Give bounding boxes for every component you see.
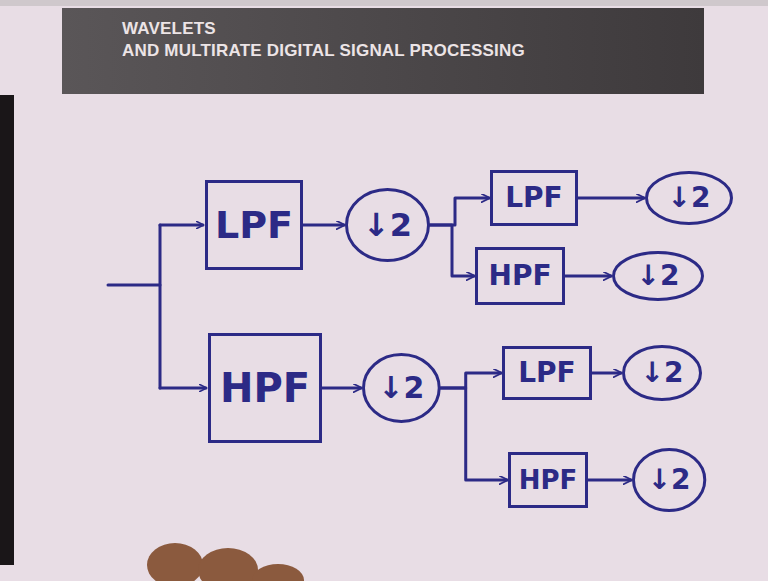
- filter-box: HPF: [208, 333, 322, 443]
- downsample-factor: ↓2: [668, 184, 711, 212]
- filter-box: LPF: [490, 170, 578, 226]
- signal-arrow: [578, 197, 644, 200]
- header-title: WAVELETS: [122, 20, 216, 37]
- filter-name: HPF: [519, 467, 578, 493]
- filter-name: LPF: [215, 206, 293, 244]
- signal-arrow: [441, 388, 507, 480]
- header-band: [62, 8, 704, 94]
- signal-arrow: [565, 275, 611, 278]
- downsampler-circle: ↓2: [362, 353, 441, 423]
- downsample-factor: ↓2: [378, 373, 424, 403]
- downsample-factor: ↓2: [648, 466, 691, 494]
- signal-arrow: [430, 198, 489, 225]
- filter-name: LPF: [518, 359, 576, 387]
- downsample-factor: ↓2: [363, 209, 412, 241]
- downsample-factor: ↓2: [641, 359, 684, 387]
- signal-arrow: [430, 225, 474, 276]
- downsampler-circle: ↓2: [345, 188, 430, 262]
- filter-box: HPF: [508, 452, 588, 508]
- signal-arrow: [441, 373, 501, 388]
- filter-name: LPF: [505, 184, 563, 212]
- downsampler-circle: ↓2: [645, 171, 733, 225]
- filter-box: LPF: [205, 180, 303, 270]
- signal-arrow: [588, 479, 631, 482]
- signal-arrow: [322, 387, 361, 390]
- signal-arrow: [303, 224, 344, 227]
- signal-arrow: [592, 372, 621, 375]
- filter-name: HPF: [220, 368, 310, 408]
- downsample-factor: ↓2: [637, 262, 680, 290]
- downsampler-circle: ↓2: [622, 345, 702, 401]
- filter-name: HPF: [488, 262, 551, 290]
- header-title: AND MULTIRATE DIGITAL SIGNAL PROCESSING: [122, 42, 525, 59]
- filter-box: LPF: [502, 346, 592, 400]
- top-strip: [0, 0, 768, 6]
- left-edge: [0, 95, 14, 565]
- downsampler-circle: ↓2: [612, 251, 704, 301]
- input-line: [108, 225, 206, 388]
- hand: [147, 543, 304, 581]
- filter-box: HPF: [475, 247, 565, 305]
- downsampler-circle: ↓2: [632, 448, 706, 512]
